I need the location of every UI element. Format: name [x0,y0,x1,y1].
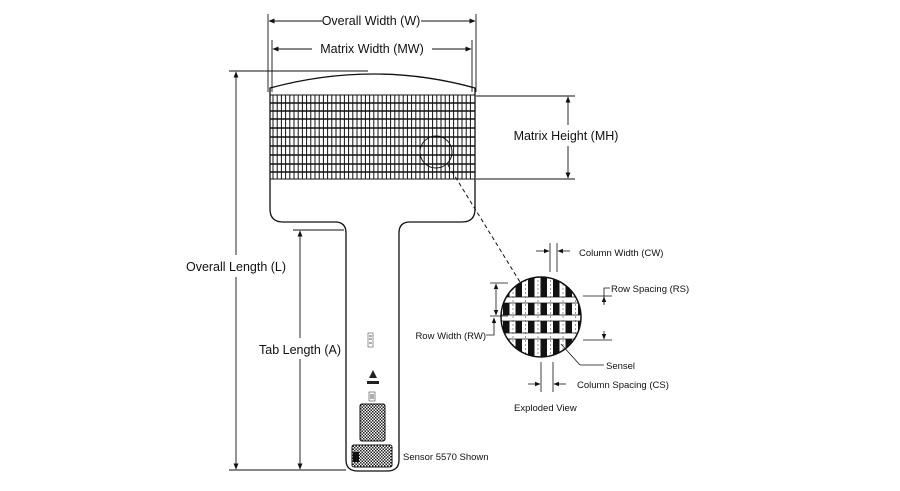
tab-markings [367,332,379,402]
exploded-row-band [501,315,581,321]
sensor-outline [269,73,476,472]
row-width-label: Row Width (RW) [415,331,486,342]
sensor-matrix [269,94,476,180]
connector-pads [351,403,393,468]
matrix-width-label: Matrix Width (MW) [320,42,423,56]
tab-length-label: Tab Length (A) [259,343,341,357]
exploded-view-caption: Exploded View [514,403,577,414]
tab-length-dimension: Tab Length (A) [259,229,344,471]
overall-width-label: Overall Width (W) [322,14,421,28]
column-width-dimension: Column Width (CW) [536,243,663,272]
overall-length-dimension: Overall Length (L) [186,70,368,471]
column-width-label: Column Width (CW) [579,248,663,259]
overall-length-label: Overall Length (L) [186,260,286,274]
matrix-width-dimension: Matrix Width (MW) [271,40,473,92]
matrix-height-label: Matrix Height (MH) [514,129,619,143]
column-spacing-dimension: Column Spacing (CS) [528,362,669,392]
row-width-dimension: Row Width (RW) [415,282,508,342]
sensel-callout: Sensel [560,343,635,372]
tekscan-logo-icon [367,370,379,384]
sensor-shown-caption: Sensor 5570 Shown [403,452,489,463]
zoom-connector-line [447,164,521,283]
sensel-label: Sensel [606,361,635,372]
exploded-row-band [501,333,581,339]
zoom-indicator-circle [419,135,453,169]
column-spacing-label: Column Spacing (CS) [577,380,669,391]
matrix-height-dimension: Matrix Height (MH) [476,95,619,180]
row-spacing-label: Row Spacing (RS) [611,284,689,295]
exploded-view-circle [500,276,582,358]
row-spacing-dimension: Row Spacing (RS) [583,284,689,341]
overall-width-dimension: Overall Width (W) [267,14,477,92]
exploded-row-band [501,297,581,303]
